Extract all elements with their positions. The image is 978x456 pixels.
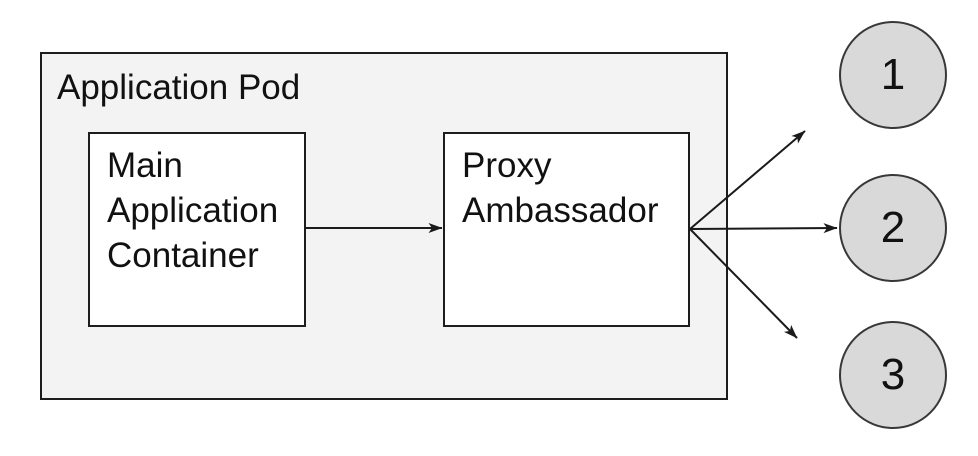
endpoint-node-3: 3: [839, 321, 947, 429]
endpoint-node-1-label: 1: [880, 50, 906, 99]
endpoint-node-3-label: 3: [880, 350, 906, 399]
application-pod-label: Application Pod: [57, 68, 301, 107]
endpoint-node-2-label: 2: [880, 203, 906, 252]
endpoint-node-2: 2: [839, 174, 947, 282]
proxy-ambassador-label: Proxy Ambassador: [462, 146, 659, 231]
main-application-container-label: Main Application Container: [107, 146, 279, 276]
main-application-container-box: Main Application Container: [88, 132, 306, 327]
proxy-ambassador-box: Proxy Ambassador: [443, 132, 690, 327]
endpoint-node-1: 1: [839, 21, 947, 129]
